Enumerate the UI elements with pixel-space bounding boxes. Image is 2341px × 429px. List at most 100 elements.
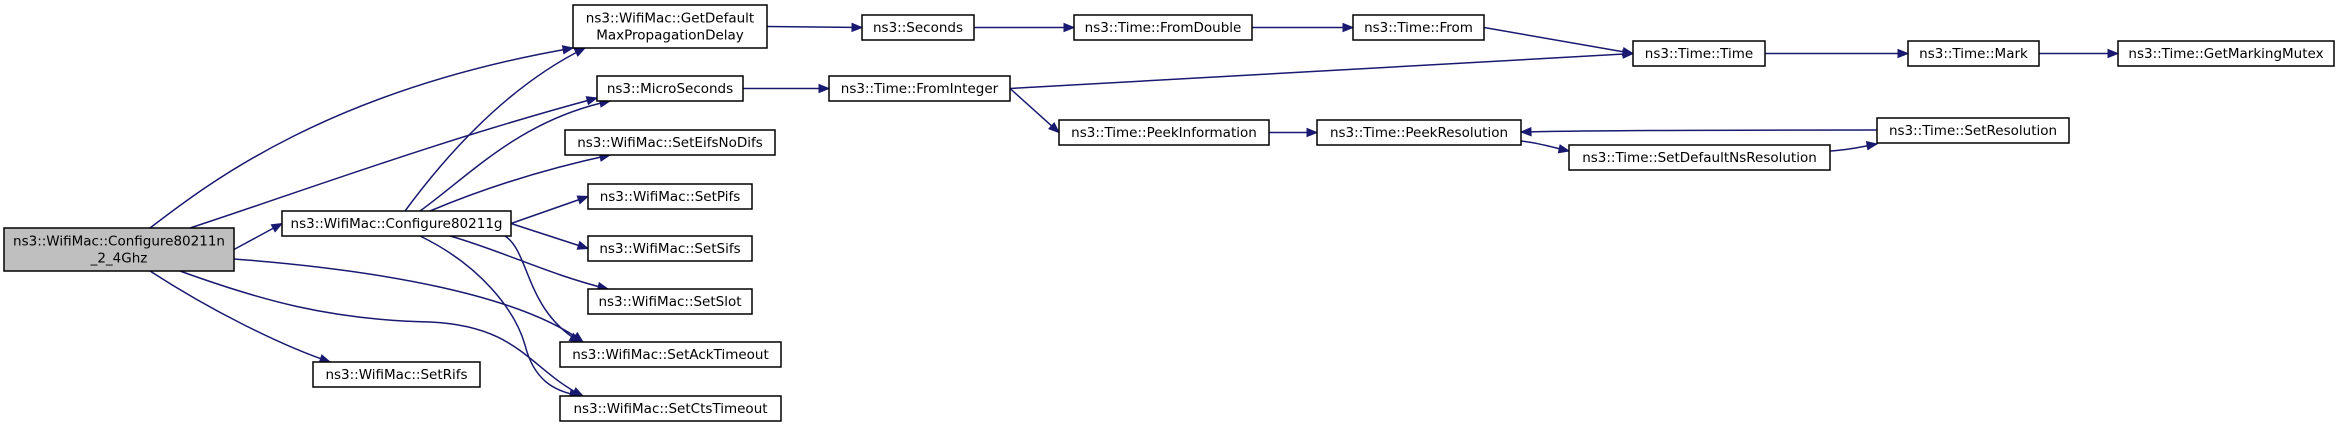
node-label: ns3::WifiMac::SetEifsNoDifs (577, 135, 763, 151)
node-box (587, 288, 753, 315)
graph-node-mark[interactable]: ns3::Time::Mark (1907, 40, 2040, 67)
node-box (828, 75, 1011, 102)
arrowhead-icon (851, 22, 864, 33)
node-label: ns3::Time::FromDouble (1085, 20, 1242, 36)
graph-node-micro[interactable]: ns3::MicroSeconds (596, 75, 744, 102)
arrowhead-icon (568, 332, 582, 343)
edge-time-to-mark (1765, 48, 1910, 59)
graph-node-cts[interactable]: ns3::WifiMac::SetCtsTimeout (559, 395, 782, 422)
graph-node-cfg11g[interactable]: ns3::WifiMac::Configure80211g (281, 210, 512, 237)
edge-line (419, 100, 611, 212)
graph-node-getdef[interactable]: ns3::WifiMac::GetDefaultMaxPropagationDe… (572, 4, 768, 49)
edge-line (189, 97, 598, 229)
edge-cfg11n-to-getdef (149, 45, 575, 229)
edge-line (404, 47, 586, 212)
edge-cfg11g-to-sifs (510, 222, 590, 250)
node-label: ns3::WifiMac::SetCtsTimeout (573, 401, 767, 417)
edge-line (1483, 26, 1634, 55)
graph-node-from[interactable]: ns3::Time::From (1352, 14, 1485, 41)
arrowhead-icon (1622, 49, 1635, 59)
edge-cfg11g-to-slot (449, 235, 610, 292)
arrowhead-icon (573, 47, 587, 57)
graph-node-setdefns[interactable]: ns3::Time::SetDefaultNsResolution (1568, 144, 1831, 171)
graph-node-setres[interactable]: ns3::Time::SetResolution (1876, 117, 2070, 144)
graph-node-cfg11n[interactable]: ns3::WifiMac::Configure80211n_2_4Ghz (3, 227, 235, 272)
edge-line (1009, 52, 1634, 90)
node-label: ns3::Time::From (1364, 20, 1473, 36)
graph-node-setrifs[interactable]: ns3::WifiMac::SetRifs (312, 361, 481, 388)
edge-seconds-to-fromdbl (974, 22, 1076, 33)
edge-peekinfo-to-peekres (1269, 127, 1319, 138)
edge-micro-to-fromint (743, 83, 831, 94)
node-box (564, 129, 776, 156)
graph-node-fromdbl[interactable]: ns3::Time::FromDouble (1073, 14, 1253, 41)
edge-line (504, 235, 581, 343)
node-box (861, 14, 975, 41)
arrowhead-icon (561, 45, 575, 55)
edge-line (510, 222, 589, 250)
graph-node-eifs[interactable]: ns3::WifiMac::SetEifsNoDifs (564, 129, 776, 156)
edge-setres-to-peekres (1519, 126, 1878, 137)
node-box (587, 183, 753, 210)
node-box (3, 227, 235, 272)
node-label: ns3::WifiMac::SetRifs (325, 367, 467, 383)
arrowhead-icon (1897, 48, 1910, 59)
node-box (1073, 14, 1253, 41)
edge-layer (149, 22, 2120, 399)
node-label: ns3::WifiMac::SetAckTimeout (572, 347, 769, 363)
arrowhead-icon (1557, 144, 1571, 154)
edge-line (149, 270, 331, 363)
node-label: ns3::Time::PeekInformation (1071, 125, 1257, 141)
node-box (572, 4, 768, 49)
node-box (281, 210, 512, 237)
edge-peekres-to-setdefns (1520, 140, 1571, 154)
node-box (1058, 119, 1270, 146)
arrowhead-icon (2107, 48, 2120, 59)
edge-line (766, 25, 863, 29)
edge-cfg11n-to-cfg11g (233, 222, 284, 251)
edge-getdef-to-seconds (766, 22, 864, 33)
graph-node-sifs[interactable]: ns3::WifiMac::SetSifs (587, 235, 753, 262)
node-box (596, 75, 744, 102)
node-box (1876, 117, 2070, 144)
node-box (1632, 40, 1766, 67)
node-label: ns3::WifiMac::SetSifs (599, 241, 740, 257)
graph-node-time[interactable]: ns3::Time::Time (1632, 40, 1766, 67)
graph-node-peekinfo[interactable]: ns3::Time::PeekInformation (1058, 119, 1270, 146)
node-label: ns3::WifiMac::Configure80211g (291, 216, 503, 232)
edge-cfg11n-to-setrifs (149, 270, 332, 364)
graph-node-seconds[interactable]: ns3::Seconds (861, 14, 975, 41)
node-label: ns3::Time::FromInteger (841, 81, 999, 97)
node-label: ns3::WifiMac::GetDefault (586, 11, 754, 27)
graph-node-peekres[interactable]: ns3::Time::PeekResolution (1316, 119, 1522, 146)
graph-node-slot[interactable]: ns3::WifiMac::SetSlot (587, 288, 753, 315)
node-box (587, 235, 753, 262)
node-label: ns3::WifiMac::SetSlot (598, 294, 741, 310)
graph-node-ack[interactable]: ns3::WifiMac::SetAckTimeout (559, 341, 782, 368)
graph-node-pifs[interactable]: ns3::WifiMac::SetPifs (587, 183, 753, 210)
node-label: ns3::Seconds (873, 20, 963, 36)
node-label: ns3::WifiMac::SetPifs (600, 189, 741, 205)
node-box (312, 361, 481, 388)
arrowhead-icon (1063, 22, 1076, 33)
arrowhead-icon (1306, 127, 1319, 138)
node-label: ns3::Time::SetDefaultNsResolution (1582, 150, 1817, 166)
graph-node-fromint[interactable]: ns3::Time::FromInteger (828, 75, 1011, 102)
node-label: _2_4Ghz (90, 251, 148, 267)
node-box (2117, 40, 2335, 67)
node-box (1907, 40, 2040, 67)
edge-line (510, 195, 589, 225)
edge-cfg11g-to-ack (504, 235, 582, 343)
edge-cfg11n-to-ack (233, 258, 585, 343)
edge-line (1009, 87, 1060, 134)
arrowhead-icon (576, 195, 590, 205)
edge-line (179, 270, 584, 397)
graph-node-mutex[interactable]: ns3::Time::GetMarkingMutex (2117, 40, 2335, 67)
edge-line (419, 235, 581, 397)
edge-cfg11n-to-micro (189, 96, 599, 229)
node-label: MaxPropagationDelay (596, 28, 744, 44)
node-box (1352, 14, 1485, 41)
node-box (559, 341, 782, 368)
edge-mark-to-mutex (2039, 48, 2120, 59)
